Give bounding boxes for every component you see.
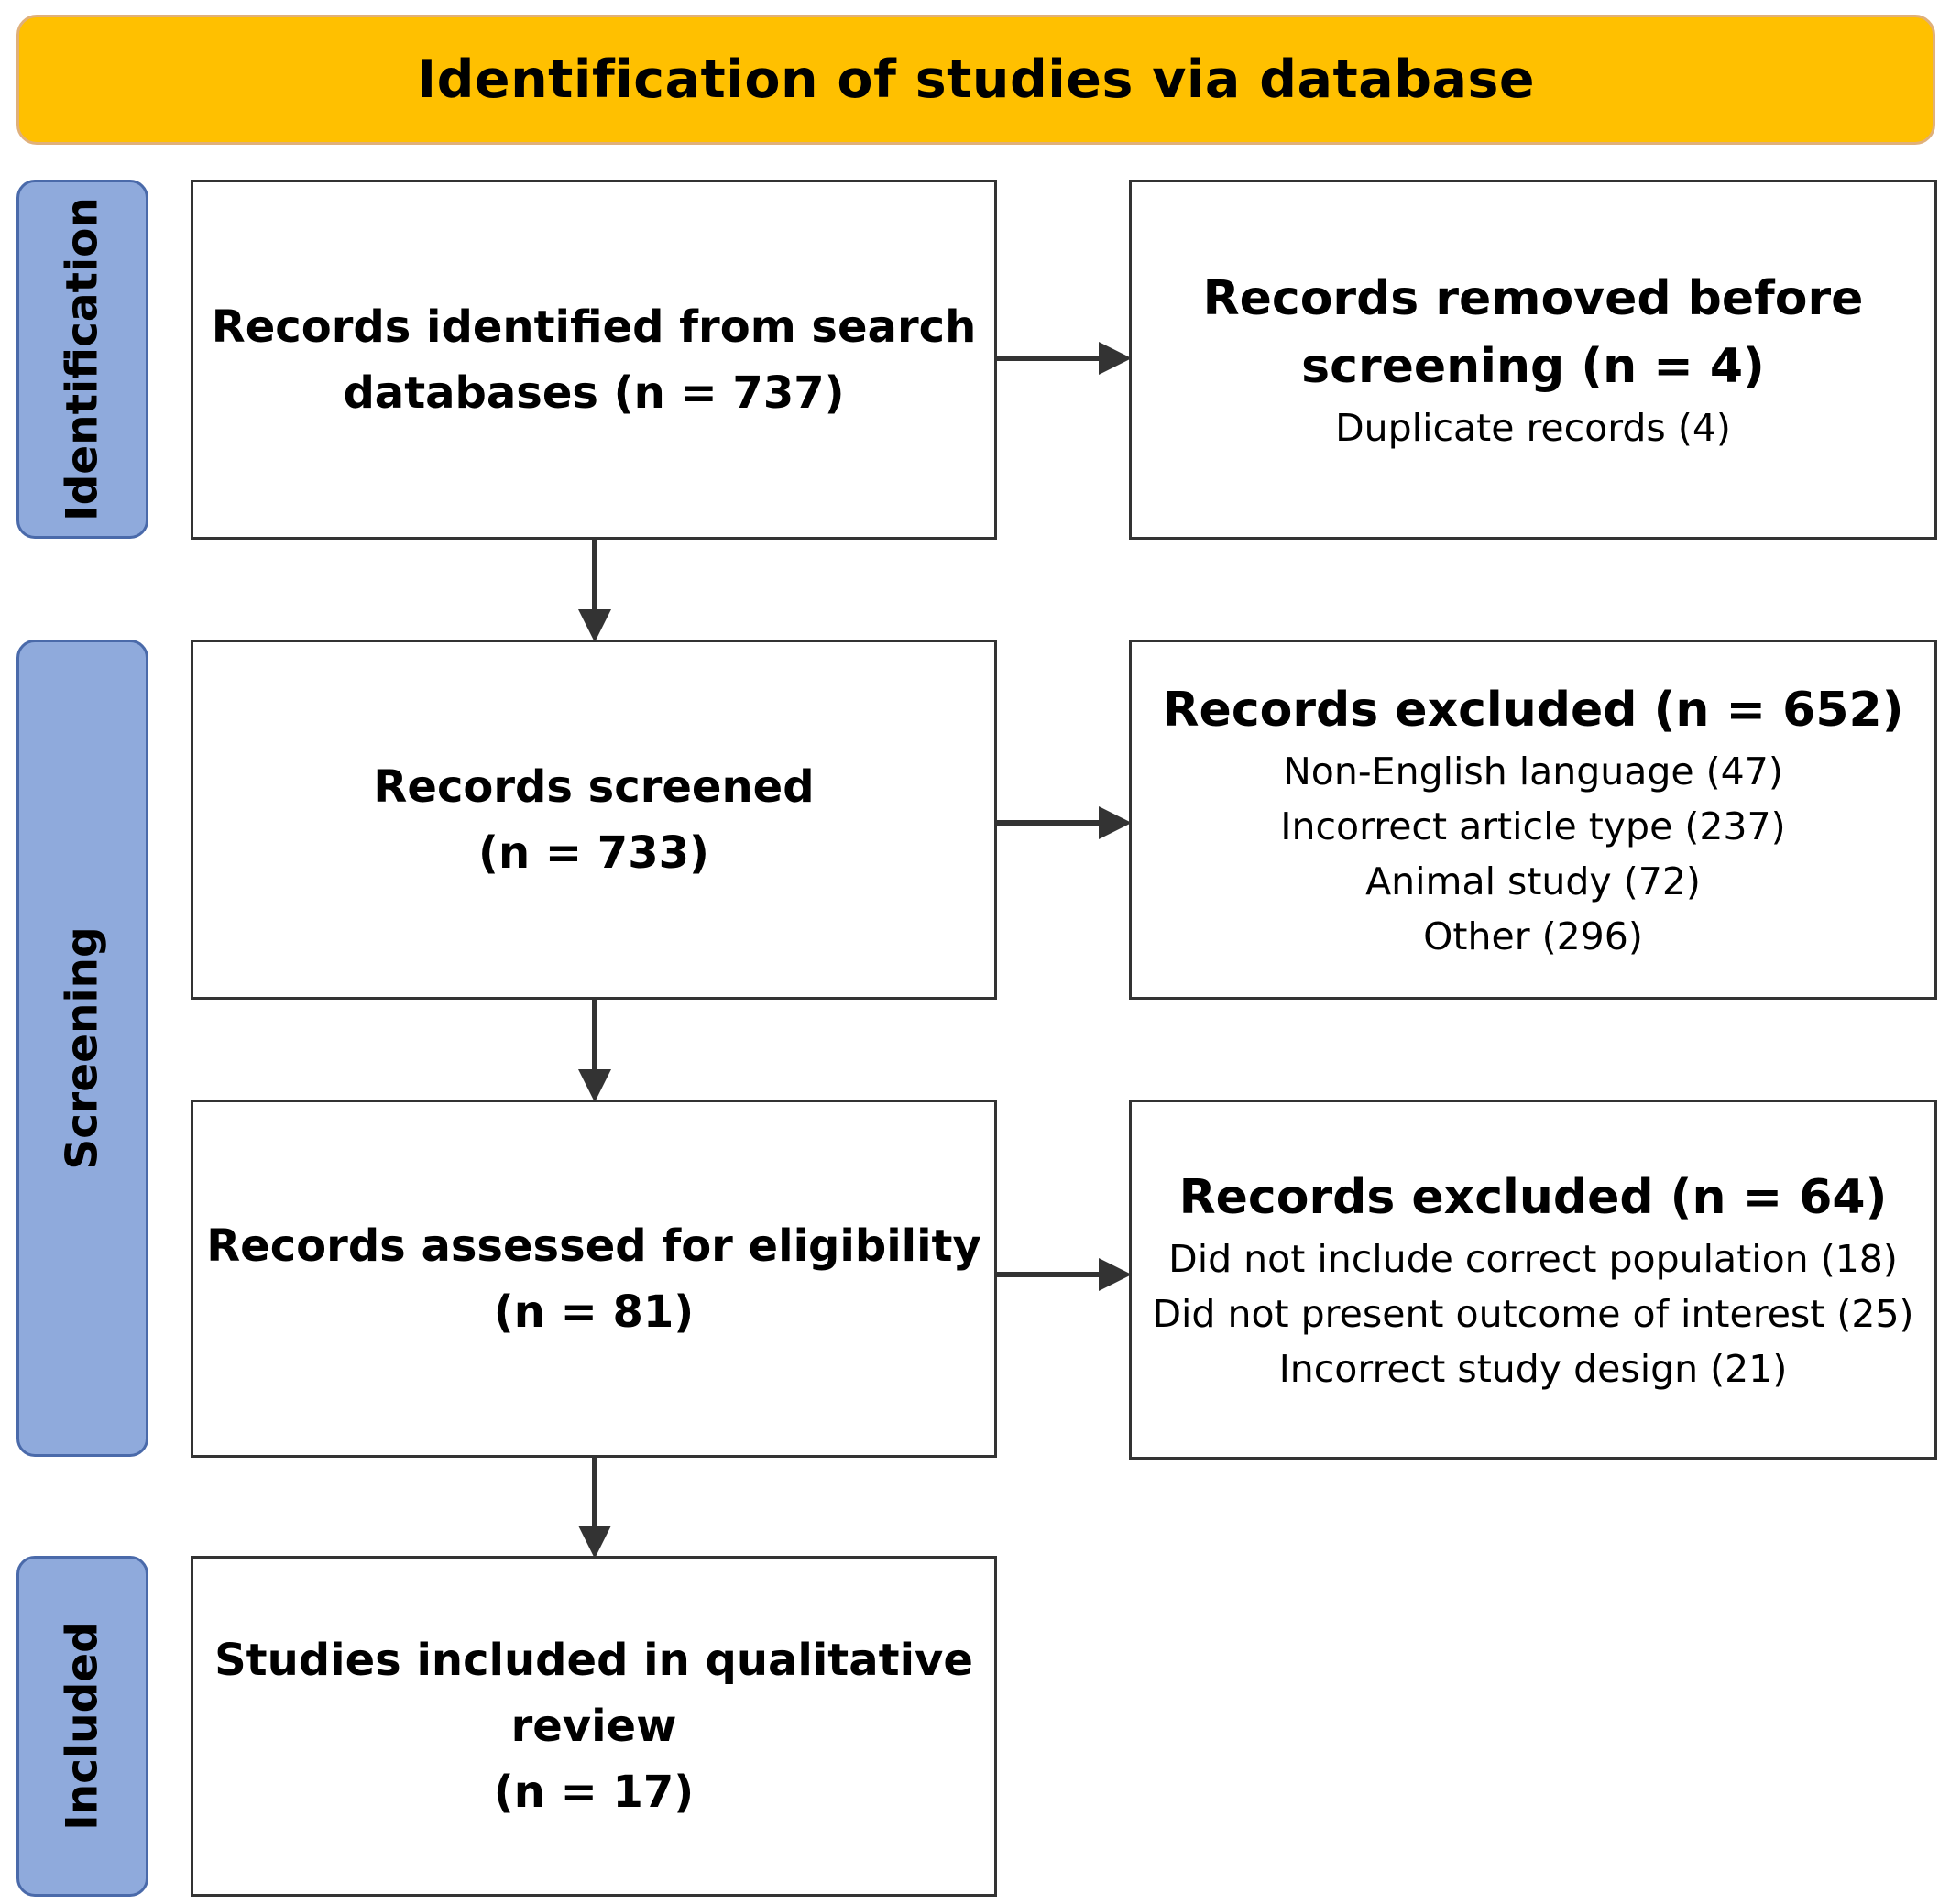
side-box-item: Non-English language (47) bbox=[1283, 749, 1783, 793]
box-studies-included: Studies included in qualitative review (… bbox=[191, 1556, 997, 1897]
stage-screening: Screening bbox=[16, 640, 148, 1457]
side-box-title: Records removed before bbox=[1202, 270, 1864, 326]
stage-included: Included bbox=[16, 1556, 148, 1897]
side-box-item: Incorrect article type (237) bbox=[1280, 804, 1786, 848]
header-title: Identification of studies via database bbox=[416, 49, 1536, 110]
box-text-line: Records screened bbox=[373, 761, 815, 813]
box-text-line: (n = 81) bbox=[493, 1286, 695, 1338]
box-records-excluded-screening: Records excluded (n = 652) Non-English l… bbox=[1129, 640, 1937, 1000]
box-text-line: review bbox=[510, 1701, 677, 1752]
stage-identification: Identification bbox=[16, 180, 148, 539]
box-records-excluded-eligibility: Records excluded (n = 64) Did not includ… bbox=[1129, 1100, 1937, 1460]
box-text-line: Studies included in qualitative bbox=[214, 1635, 973, 1686]
side-box-title: Records excluded (n = 64) bbox=[1178, 1169, 1888, 1225]
box-records-removed: Records removed before screening (n = 4)… bbox=[1129, 180, 1937, 540]
box-records-assessed: Records assessed for eligibility (n = 81… bbox=[191, 1100, 997, 1458]
side-box-title: screening (n = 4) bbox=[1301, 338, 1765, 394]
side-box-item: Duplicate records (4) bbox=[1335, 405, 1731, 450]
side-box-item: Did not include correct population (18) bbox=[1168, 1236, 1898, 1281]
box-text-line: Records assessed for eligibility bbox=[206, 1220, 981, 1272]
side-box-title: Records excluded (n = 652) bbox=[1162, 682, 1904, 738]
box-records-screened: Records screened (n = 733) bbox=[191, 640, 997, 1000]
box-text-line: Records identified from search bbox=[211, 301, 977, 353]
box-records-identified: Records identified from search databases… bbox=[191, 180, 997, 540]
box-text-line: (n = 17) bbox=[493, 1767, 695, 1818]
header-banner: Identification of studies via database bbox=[16, 15, 1935, 145]
side-box-item: Other (296) bbox=[1423, 914, 1643, 958]
side-box-item: Did not present outcome of interest (25) bbox=[1152, 1291, 1914, 1336]
side-box-item: Animal study (72) bbox=[1365, 859, 1701, 903]
box-text-line: (n = 733) bbox=[478, 826, 709, 879]
side-box-item: Incorrect study design (21) bbox=[1278, 1346, 1788, 1391]
box-text-line: databases (n = 737) bbox=[343, 367, 845, 419]
